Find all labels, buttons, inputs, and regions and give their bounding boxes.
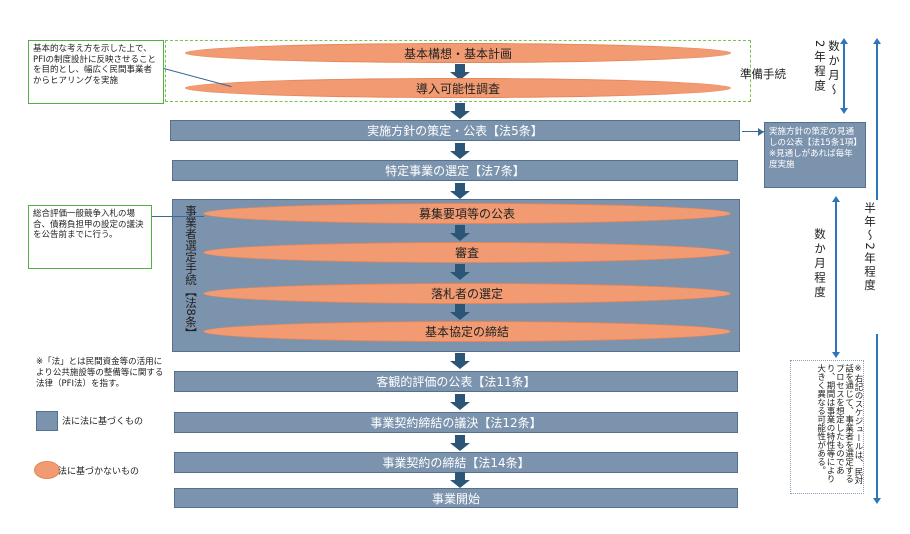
legend-law-swatch: [36, 411, 58, 431]
arrow-down-icon: [450, 394, 470, 410]
step-kihon-oval: 基本構想・基本計画: [185, 43, 731, 63]
step-dounyu-label: 導入可能性調査: [415, 81, 500, 96]
timeline3-bottom-arrow: [873, 498, 881, 504]
note-mitoshi: 実施方針の策定の見通しの公表【法15条1項】※見通しがあれば毎年度実施: [764, 122, 866, 188]
timeline2-bottom-arrow: [832, 352, 840, 358]
note-schedule-box: [790, 360, 864, 494]
arrow-down-icon: [450, 225, 470, 241]
footnote-law: ※「法」とは民間資金等の活用により公共施設等の整備等に関する法律（PFI法）を指…: [36, 357, 164, 390]
step-kyakkan-label: 客観的評価の公表【法11条】: [376, 375, 536, 389]
note-sogo-connector: [152, 216, 204, 217]
step-tokutei-bar: 特定事業の選定【法7条】: [172, 160, 738, 181]
preparation-region: [165, 40, 751, 102]
arrow-down-icon: [450, 143, 470, 159]
arrow-down-icon: [450, 264, 470, 280]
step-giketsu-bar: 事業契約締結の議決【法12条】: [174, 412, 738, 433]
arrow-down-icon: [450, 472, 470, 488]
step-dounyu-oval: 導入可能性調査: [185, 78, 731, 98]
step-kihon-label: 基本構想・基本計画: [403, 46, 512, 61]
step-shinsa-label: 審査: [454, 246, 479, 260]
timeline1-bottom-arrow: [840, 108, 848, 114]
step-tokutei-label: 特定事業の選定【法7条】: [385, 164, 525, 178]
arrow-down-icon: [450, 435, 470, 451]
step-rakusatsu-oval: 落札者の選定: [203, 283, 731, 304]
timeline1-line: [843, 43, 845, 109]
step-shinsa-oval: 審査: [203, 242, 731, 263]
timeline3-top-arrow: [873, 38, 881, 44]
legend-nonlaw-label: 法に基づかないもの: [58, 467, 140, 477]
timeline-hantoshi-label: 半年〜2年程度: [862, 200, 878, 334]
arrow-down-icon: [450, 353, 470, 369]
step-teiketsu-bar: 事業契約の締結【法14条】: [174, 452, 738, 473]
step-houshin-label: 実施方針の策定・公表【法5条】: [367, 124, 543, 138]
note-schedule: ※右記のスケジュールは、民対話を通じて、事業者を選定するプロセスを想定したもので…: [815, 364, 863, 485]
arrow-down-icon: [450, 103, 470, 119]
timeline2-line: [835, 202, 837, 352]
junbi-label: 準備手続: [740, 67, 786, 81]
note-sogo-hyoka: 総合評価一般競争入札の場合、債務負担甲の設定の議決を公告前までに行う。: [28, 205, 152, 269]
timeline-sukagetsu-label: 数か月〜: [827, 40, 841, 98]
arrow-down-icon: [450, 64, 470, 80]
legend-law-label: 法に法に基づくもの: [62, 417, 144, 427]
step-boshu-label: 募集要項等の公表: [418, 207, 515, 221]
arrow-down-icon: [450, 304, 470, 320]
timeline1-top-arrow: [840, 38, 848, 44]
step-teiketsu-label: 事業契約の締結【法14条】: [382, 456, 530, 470]
step-boshu-oval: 募集要項等の公表: [203, 203, 731, 224]
note-hearing: 基本的な考え方を示した上で、PFIの制度設計に反映させることを目的とし、幅広く民…: [28, 40, 164, 104]
step-kaishi-bar: 事業開始: [174, 488, 738, 508]
step-kyotei-oval: 基本協定の締結: [203, 321, 731, 342]
right1-connector: [742, 131, 764, 132]
timeline-sukagetsu2-label: 数か月程度: [813, 228, 827, 301]
arrow-down-icon: [450, 183, 470, 199]
step-rakusatsu-label: 落札者の選定: [430, 287, 503, 301]
step-giketsu-label: 事業契約締結の議決【法12条】: [370, 416, 542, 430]
legend-nonlaw-swatch: [34, 461, 60, 479]
jigyosha-label: 事業者選定手続【法8条】: [184, 205, 198, 339]
timeline-2nen-label: 2年程度: [813, 40, 827, 94]
step-houshin-bar: 実施方針の策定・公表【法5条】: [170, 120, 740, 141]
timeline2-top-arrow: [832, 196, 840, 202]
step-kyakkan-bar: 客観的評価の公表【法11条】: [174, 371, 738, 392]
right1-arrowhead: [758, 128, 764, 136]
step-kaishi-label: 事業開始: [431, 491, 480, 506]
step-kyotei-label: 基本協定の締結: [424, 325, 509, 339]
